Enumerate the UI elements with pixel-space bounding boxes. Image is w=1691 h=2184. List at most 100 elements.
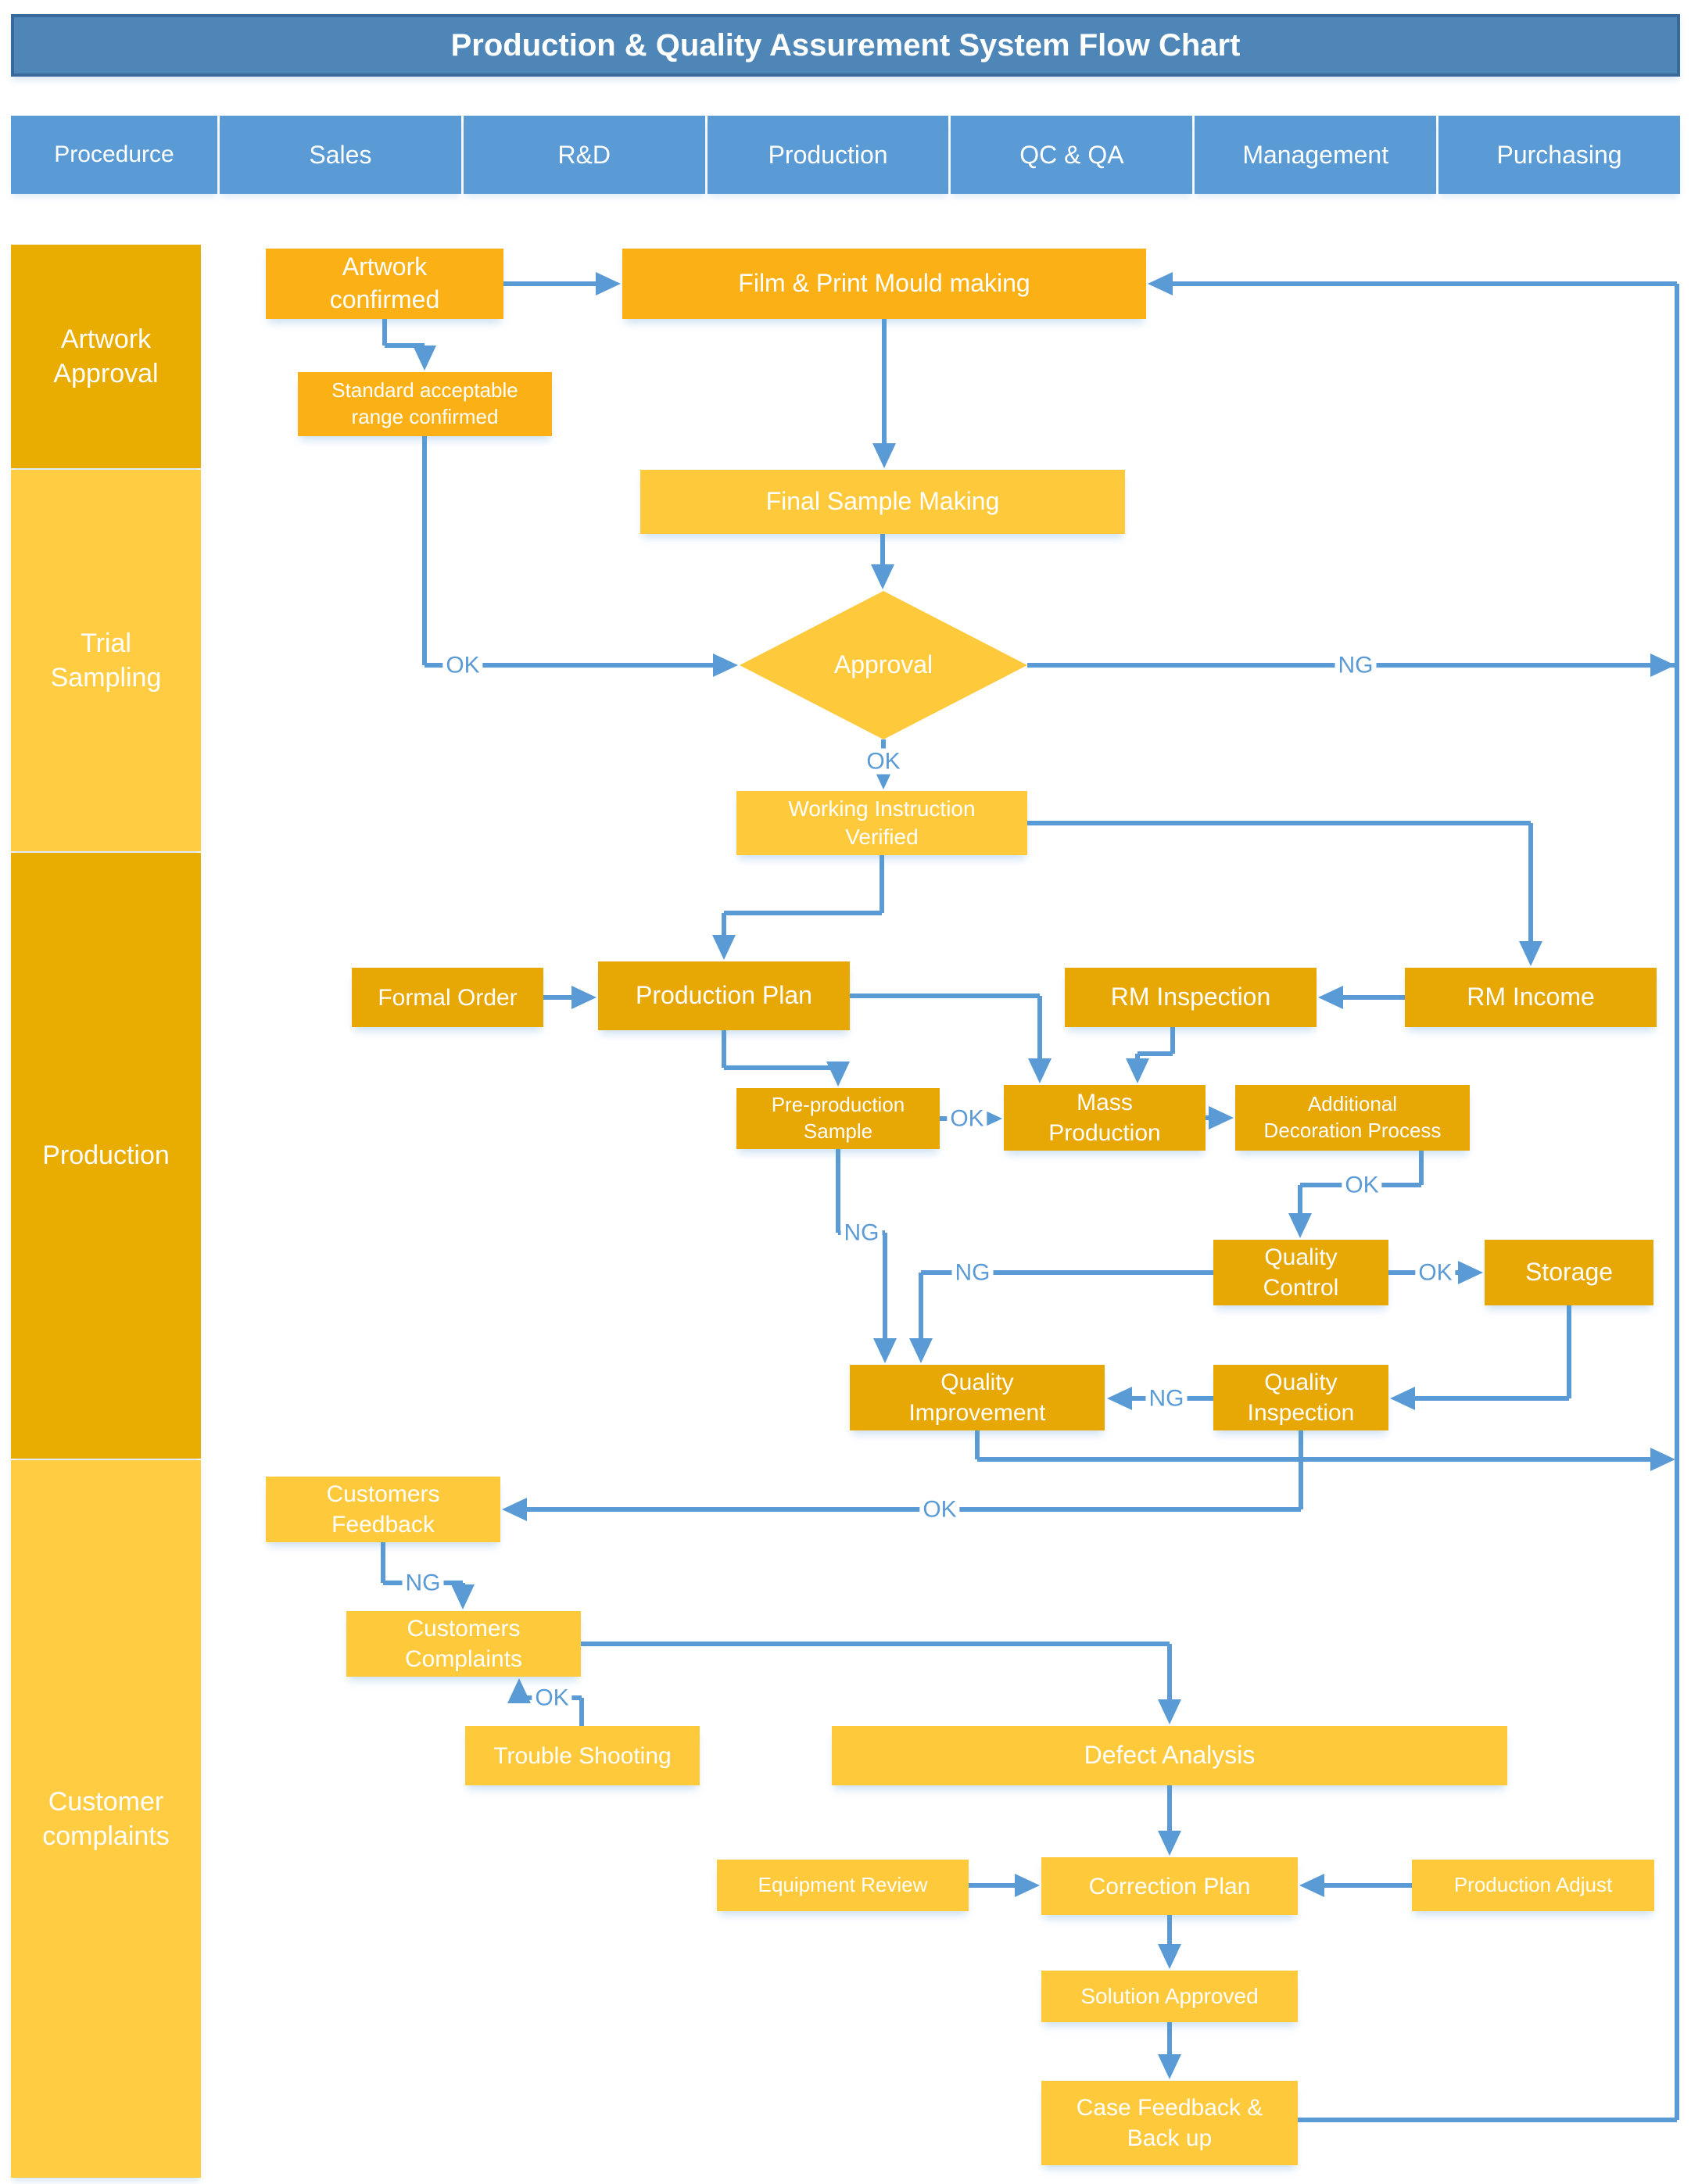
node-pre-production-sample: Pre-production Sample xyxy=(736,1088,940,1149)
flow-label-ok: OK xyxy=(1415,1259,1456,1286)
node-customers-complaints: Customers Complaints xyxy=(346,1611,581,1677)
node-customers-feedback: Customers Feedback xyxy=(266,1477,500,1542)
connector-segment xyxy=(1167,1915,1172,1949)
arrowhead-left xyxy=(1390,1387,1415,1410)
node-film-print-mould-making: Film & Print Mould making xyxy=(622,249,1146,319)
node-final-sample-making: Final Sample Making xyxy=(640,470,1125,534)
connector-segment xyxy=(1528,823,1533,946)
arrowhead-right xyxy=(713,653,738,677)
node-production-plan: Production Plan xyxy=(598,961,850,1030)
arrowhead-down xyxy=(1158,1944,1181,1969)
phase-production: Production xyxy=(11,853,201,1459)
phase-trial-sampling: Trial Sampling xyxy=(11,470,201,851)
node-case-feedback-back-up: Case Feedback & Back up xyxy=(1041,2081,1298,2165)
connector-segment xyxy=(882,319,887,447)
connector-segment xyxy=(1027,821,1531,825)
lane-header-purchasing: Purchasing xyxy=(1438,116,1680,194)
arrowhead-down xyxy=(1288,1213,1312,1238)
connector-segment xyxy=(503,281,599,286)
phase-customer-complaints: Customer complaints xyxy=(11,1460,201,2178)
connector-segment xyxy=(975,1430,980,1459)
arrowhead-down xyxy=(872,443,896,468)
connector-segment xyxy=(883,1233,887,1343)
arrowhead-left xyxy=(1148,272,1173,295)
node-storage: Storage xyxy=(1485,1240,1653,1305)
connector-segment xyxy=(836,1149,840,1233)
arrowhead-right xyxy=(1650,653,1675,677)
connector-segment xyxy=(1167,1644,1172,1704)
connector-segment xyxy=(921,1270,1213,1275)
node-rm-inspection: RM Inspection xyxy=(1065,968,1317,1027)
connector-segment xyxy=(579,1698,584,1726)
node-approval: Approval xyxy=(740,591,1027,739)
connector-segment xyxy=(724,1065,838,1070)
connector-segment xyxy=(722,913,726,940)
connector-segment xyxy=(1298,2118,1677,2122)
arrowhead-right xyxy=(1015,1874,1040,1897)
arrowhead-up xyxy=(507,1678,531,1703)
node-additional-decoration-process: Additional Decoration Process xyxy=(1235,1085,1470,1151)
connector-segment xyxy=(581,1642,1170,1646)
lane-header-management: Management xyxy=(1195,116,1437,194)
flow-label-ok: OK xyxy=(1342,1172,1382,1198)
connector-segment xyxy=(1168,281,1677,286)
connector-segment xyxy=(1410,1396,1569,1401)
connector-segment xyxy=(522,1507,1301,1512)
node-defect-analysis: Defect Analysis xyxy=(832,1726,1507,1785)
arrowhead-right xyxy=(1458,1261,1483,1284)
node-standard-acceptable-range: Standard acceptable range confirmed xyxy=(298,372,552,436)
arrowhead-left xyxy=(502,1498,527,1521)
connector-segment xyxy=(880,534,885,569)
connector-segment xyxy=(1167,1785,1172,1835)
node-trouble-shooting: Trouble Shooting xyxy=(465,1726,700,1785)
arrowhead-down xyxy=(712,935,736,960)
flow-label-ng: NG xyxy=(402,1570,444,1596)
flow-label-ok: OK xyxy=(532,1685,572,1711)
phase-artwork-approval: Artwork Approval xyxy=(11,245,201,468)
arrowhead-left xyxy=(1107,1387,1132,1410)
connector-segment xyxy=(1299,1430,1303,1509)
flow-label-ok: OK xyxy=(442,652,483,678)
connector-segment xyxy=(543,995,576,1000)
node-production-adjust: Production Adjust xyxy=(1412,1860,1654,1911)
arrowhead-down xyxy=(871,564,894,589)
arrowhead-right xyxy=(1650,1448,1675,1471)
connector-segment xyxy=(1167,2022,1172,2059)
lane-header-procedurce: Procedurce xyxy=(11,116,217,194)
lane-header-qc-qa: QC & QA xyxy=(951,116,1193,194)
connector-segment xyxy=(880,855,884,913)
lane-header-sales: Sales xyxy=(220,116,461,194)
arrowhead-down xyxy=(826,1062,850,1087)
flow-label-ng: NG xyxy=(840,1219,883,1246)
node-artwork-confirmed: Artwork confirmed xyxy=(266,249,503,319)
flow-label-ok: OK xyxy=(919,1496,960,1523)
arrowhead-down xyxy=(1158,1699,1181,1724)
arrowhead-down xyxy=(1158,1831,1181,1856)
arrowhead-down xyxy=(1519,941,1542,966)
connector-segment xyxy=(1675,284,1679,2120)
node-quality-inspection: Quality Inspection xyxy=(1213,1365,1388,1430)
arrowhead-down xyxy=(1158,2054,1181,2079)
connector-segment xyxy=(1419,1151,1424,1185)
arrowhead-right xyxy=(571,986,597,1009)
node-correction-plan: Correction Plan xyxy=(1041,1857,1298,1915)
arrowhead-down xyxy=(451,1584,475,1609)
arrowhead-right xyxy=(1209,1106,1234,1130)
connector-segment xyxy=(422,436,427,665)
node-formal-order: Formal Order xyxy=(352,968,543,1027)
node-mass-production: Mass Production xyxy=(1004,1085,1206,1151)
connector-segment xyxy=(722,1030,726,1068)
connector-segment xyxy=(381,1542,385,1583)
arrowhead-down xyxy=(413,346,436,371)
connector-segment xyxy=(1170,1027,1175,1054)
arrowhead-down xyxy=(909,1338,933,1363)
node-quality-improvement: Quality Improvement xyxy=(850,1365,1105,1430)
node-quality-control: Quality Control xyxy=(1213,1240,1388,1305)
connector-segment xyxy=(977,1457,1655,1462)
arrowhead-left xyxy=(1318,986,1343,1009)
connector-segment xyxy=(1037,996,1042,1063)
connector-segment xyxy=(1320,1883,1412,1888)
connector-segment xyxy=(425,663,718,668)
lane-header-r-d: R&D xyxy=(463,116,705,194)
